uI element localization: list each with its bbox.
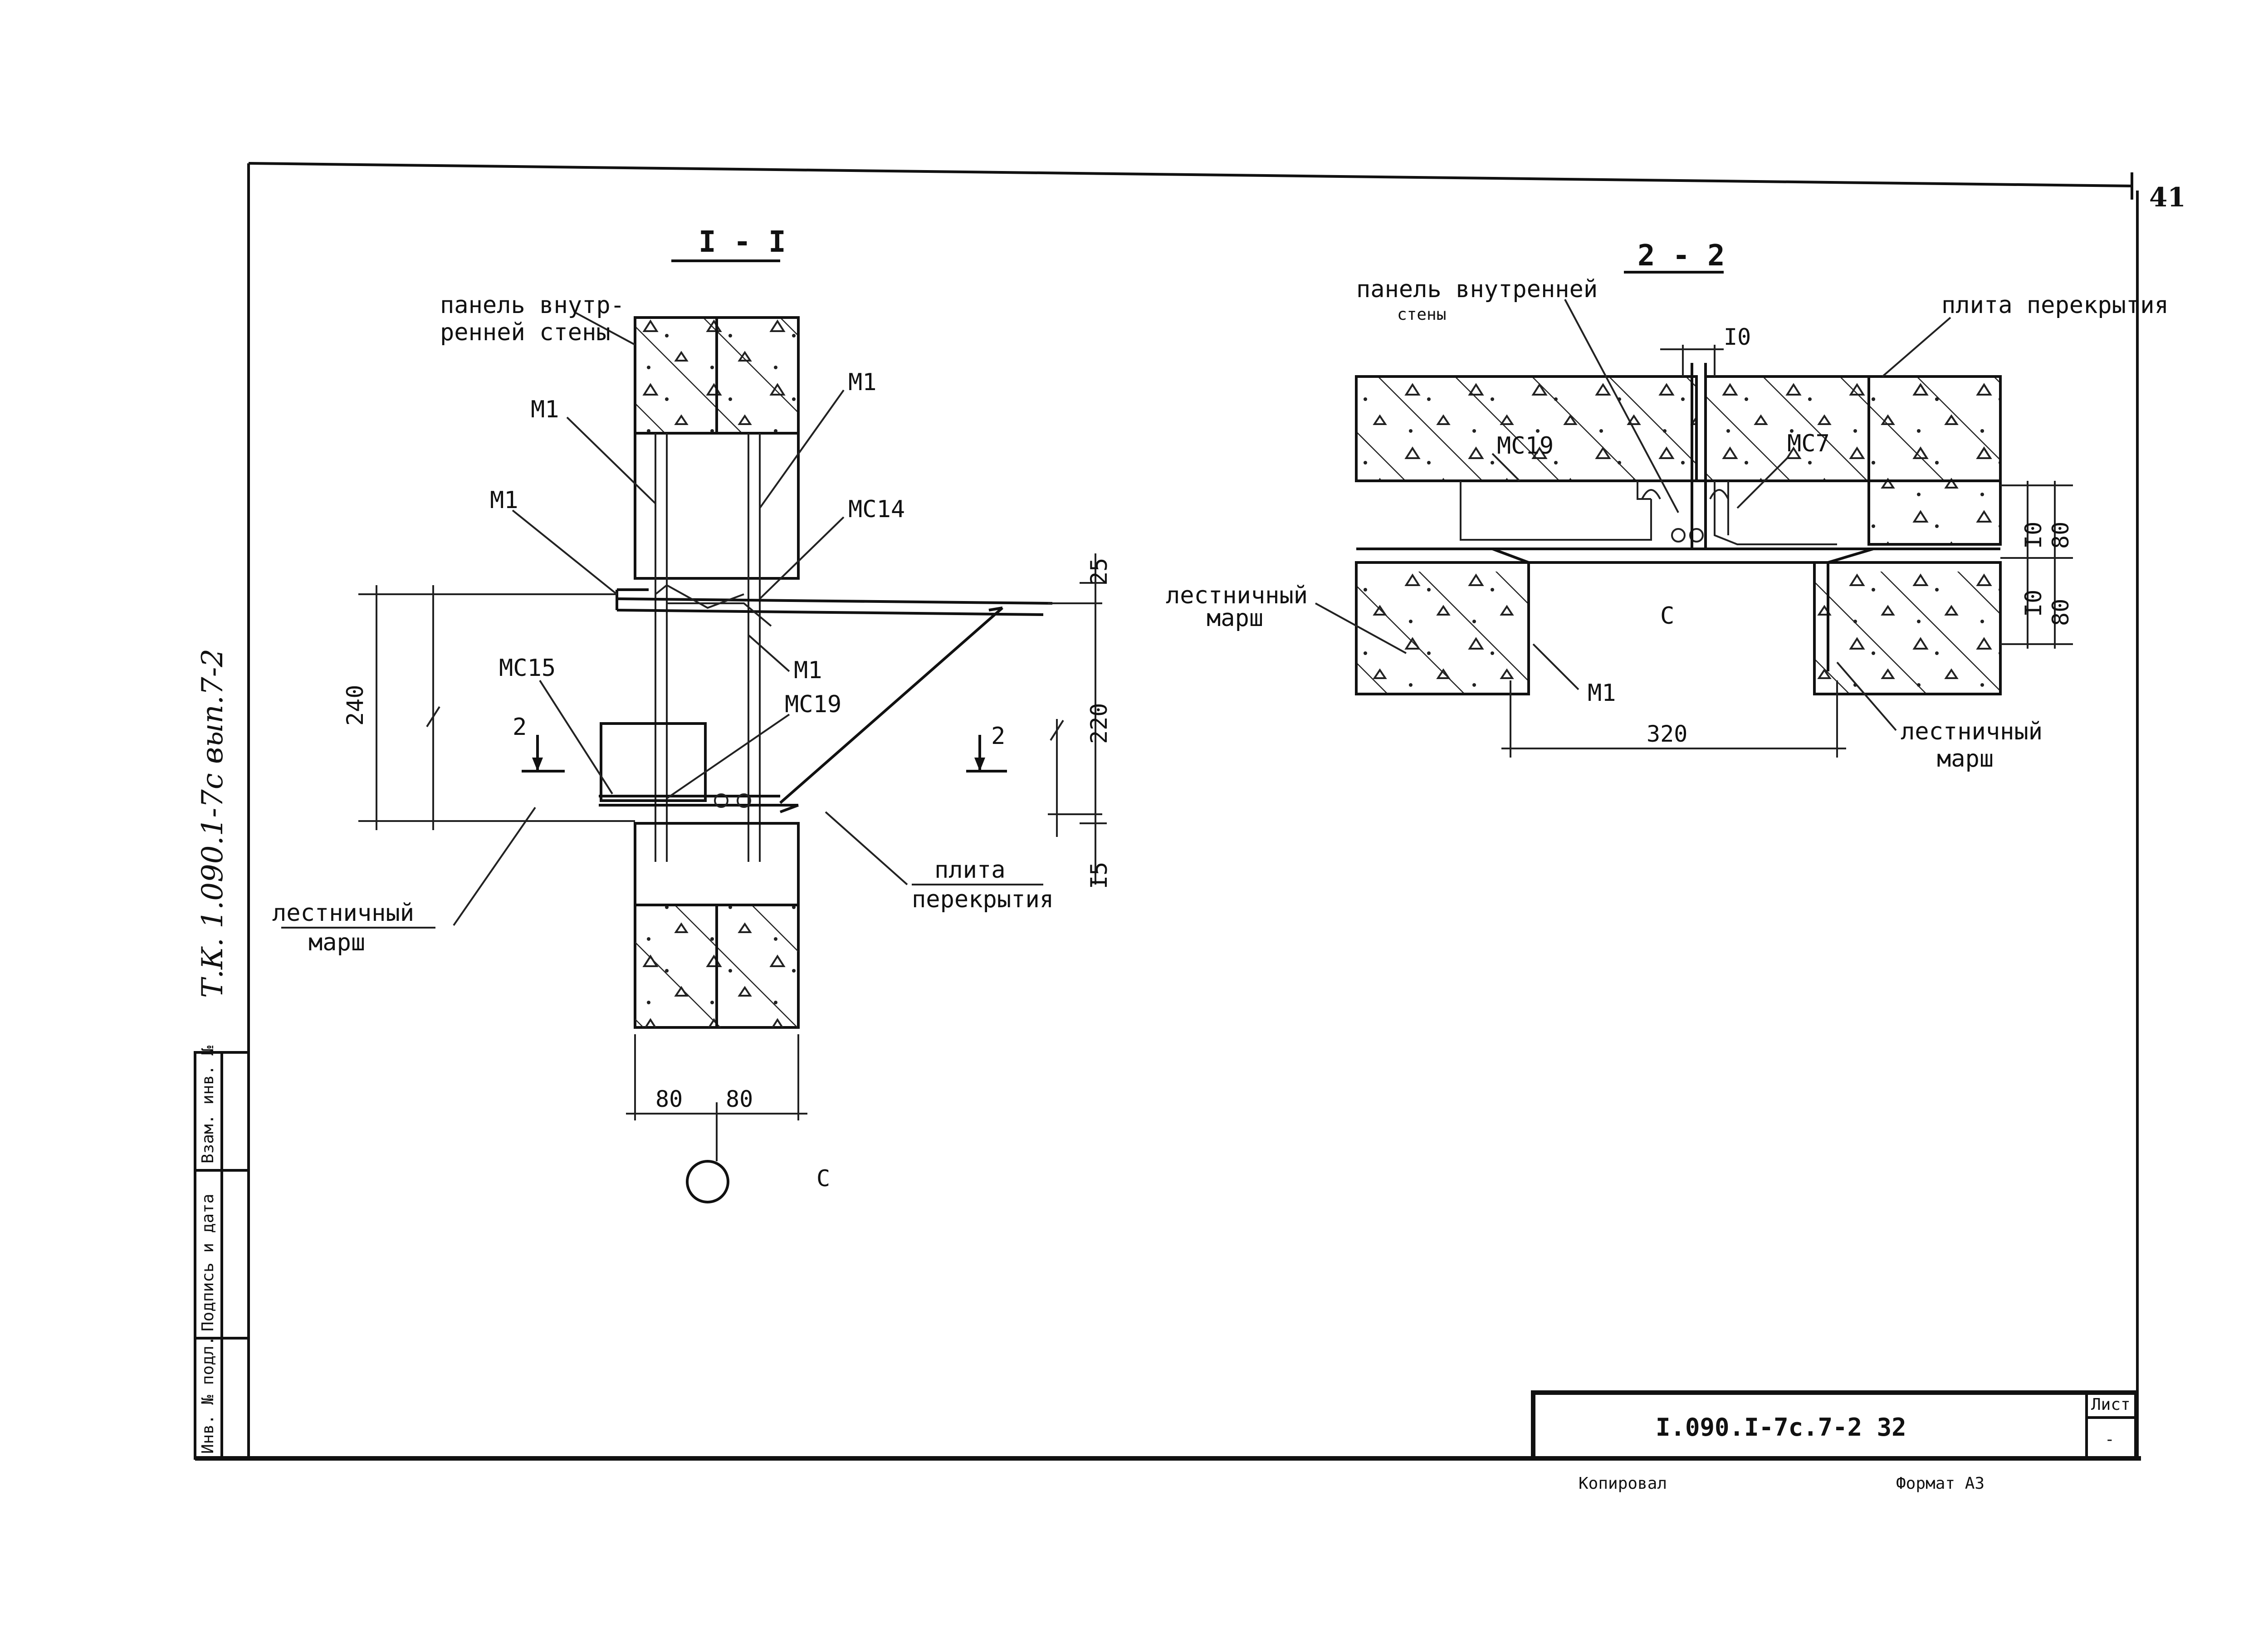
s1-stair-1: лестничный (272, 900, 414, 927)
sheet-frame (195, 162, 2141, 1461)
stamp-code: I.090.I-7c.7-2 32 (1656, 1413, 1906, 1442)
s1-slab-1: плита (934, 856, 1006, 884)
title-block (1531, 1390, 2139, 1461)
s1-mc14: МС14 (848, 496, 905, 523)
side-col-1: Инв. № подл. (199, 1336, 217, 1454)
s1-dim-80a: 80 (655, 1086, 683, 1112)
s1-dim-240: 240 (342, 685, 368, 726)
s1-m1-left: М1 (531, 396, 559, 423)
section-2-drawing: 2 - 2 (1315, 239, 2073, 758)
s1-wall-panel-2: ренней стены (440, 319, 611, 346)
s2-stair-left-1: лестничный (1166, 582, 1308, 609)
s2-dim-10-right: I0 (2020, 522, 2047, 549)
s1-wall-panel-1: панель внутр- (440, 292, 625, 319)
s2-axis: C (1660, 602, 1674, 630)
s2-stair-right-2: марш (1937, 745, 1994, 773)
s2-stair-left-2: марш (1207, 605, 1263, 632)
side-col-3: Взам. инв. № (199, 1046, 217, 1164)
section-1-drawing: I - I (281, 225, 1107, 1203)
s1-m1-lower-right: М1 (794, 657, 822, 684)
section-1-title: I - I (699, 225, 786, 259)
side-col-2: Подпись и дата (199, 1194, 217, 1331)
s2-dim-10-top: I0 (1724, 324, 1751, 350)
s1-m1-right: М1 (848, 369, 877, 396)
s1-dim-25: 25 (1086, 558, 1112, 585)
s2-m1: М1 (1588, 680, 1616, 707)
list-label: Лист (2091, 1395, 2131, 1414)
s2-dim-80-right-b: 80 (2048, 599, 2074, 626)
s1-mc19: МС19 (785, 691, 841, 718)
side-note: Т.К. 1.090.1-7с вып.7-2 (196, 649, 230, 998)
s2-slab: плита перекрытия (1941, 292, 2169, 319)
page-number: 41 (2149, 182, 2186, 213)
copied-label: Копировал (1579, 1474, 1667, 1493)
s1-cut-right: 2 (991, 723, 1005, 750)
s1-cut-left: 2 (513, 714, 527, 741)
s2-panel-2: стены (1397, 305, 1446, 324)
s2-mc7: МС7 (1787, 430, 1830, 457)
s1-dim-80b: 80 (726, 1086, 753, 1112)
s1-axis-label: C (816, 1165, 830, 1192)
s2-panel-1: панель внутренней (1356, 276, 1598, 303)
s2-dim-10-right-b: I0 (2020, 590, 2047, 617)
section-2-title: 2 - 2 (1637, 239, 1725, 273)
s1-dim-220: 220 (1086, 703, 1112, 744)
s1-slab-2: перекрытия (912, 886, 1054, 913)
format-label: Формат А3 (1896, 1474, 1984, 1493)
s1-dim-15: I5 (1086, 862, 1112, 889)
list-value: - (2105, 1430, 2115, 1449)
s1-stair-2: марш (308, 929, 365, 956)
s1-m1-upper-left: М1 (490, 487, 518, 514)
s2-dim-80-right-a: 80 (2048, 522, 2074, 549)
s2-stair-right-1: лестничный (1901, 718, 2043, 745)
s2-mc19: МС19 (1497, 432, 1554, 460)
s2-dim-320: 320 (1647, 721, 1687, 747)
s1-mc15: МС15 (499, 655, 556, 682)
side-table (194, 1051, 250, 1460)
